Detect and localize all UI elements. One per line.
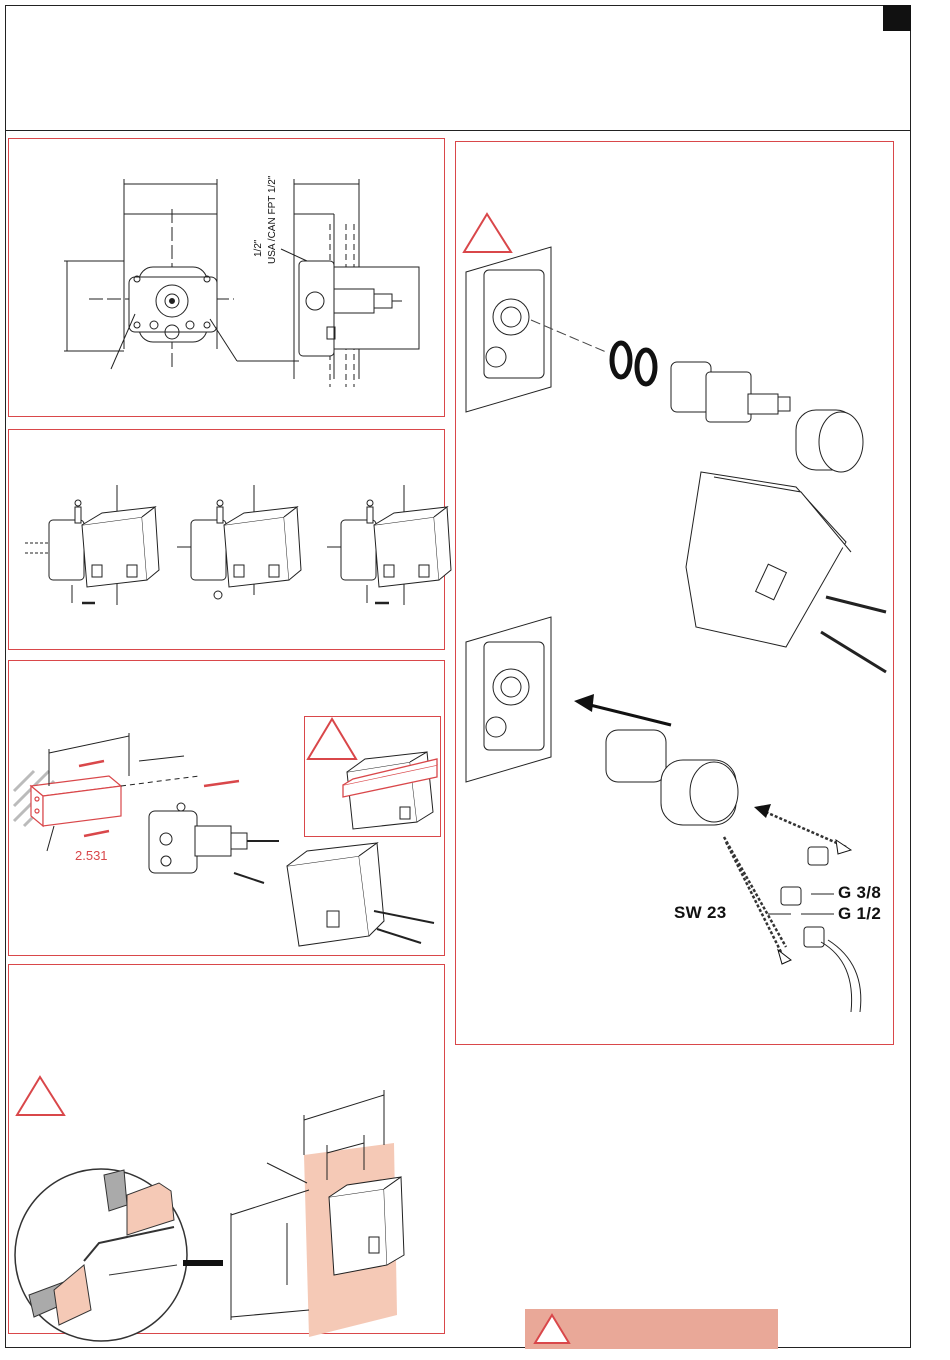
part-number-label: 2.531 <box>75 848 108 863</box>
thread-label-g38: G 3/8 <box>838 883 881 903</box>
wrench-size-label: SW 23 <box>674 903 727 923</box>
wall-finish-drawing <box>9 965 446 1335</box>
level-drawing <box>305 717 442 838</box>
warning-triangle-icon <box>17 1077 64 1115</box>
thread-size-label: 1/2" <box>253 240 264 257</box>
dimension-drawing <box>9 139 446 418</box>
orientation-drawings <box>9 430 446 651</box>
panel-cartridge-connections: G 3/8 G 1/2 SW 23 <box>455 141 894 1045</box>
warning-triangle-icon <box>308 719 356 759</box>
thread-spec-label: USA /CAN FPT 1/2" <box>267 176 278 264</box>
panel-orientations <box>8 429 445 650</box>
note-warning <box>525 1309 778 1349</box>
warning-triangle-icon <box>535 1315 569 1343</box>
panel-dimensions: USA /CAN FPT 1/2" 1/2" <box>8 138 445 417</box>
note-box <box>525 1309 778 1349</box>
page-corner-marker <box>883 5 911 31</box>
panel-wall-finish <box>8 964 445 1334</box>
thread-label-g12: G 1/2 <box>838 904 881 924</box>
warning-triangle-icon <box>464 214 511 252</box>
header-divider <box>5 130 911 131</box>
warning-inset <box>304 716 441 837</box>
